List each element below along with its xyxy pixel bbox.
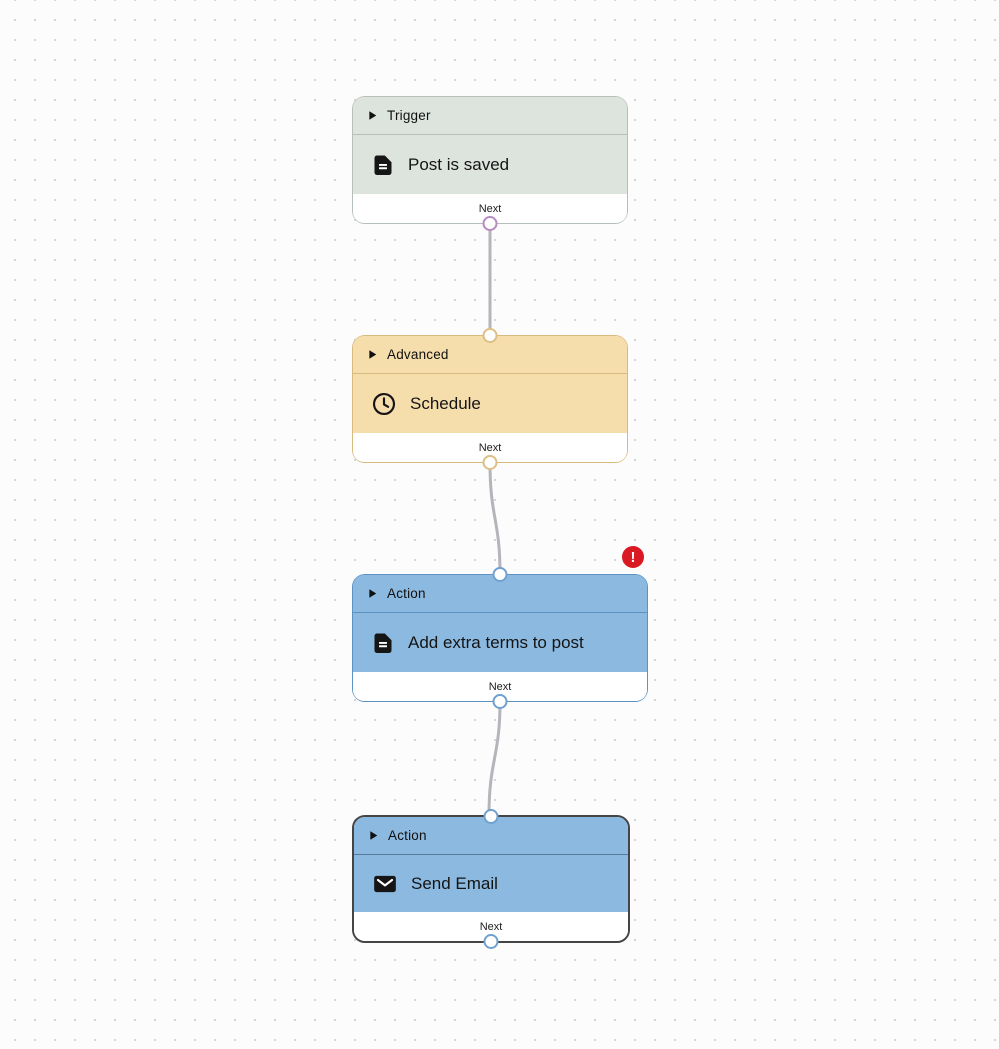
collapse-triangle-icon[interactable] <box>368 589 377 598</box>
output-handle[interactable] <box>482 216 498 231</box>
node-body: Schedule <box>353 374 627 433</box>
node-title: Send Email <box>411 873 498 893</box>
exclamation-icon: ! <box>630 548 636 566</box>
node-title: Add extra terms to post <box>408 632 584 652</box>
node-title: Schedule <box>410 393 481 413</box>
output-handle[interactable] <box>483 934 499 949</box>
next-label: Next <box>478 441 502 454</box>
input-handle[interactable] <box>482 328 498 343</box>
document-icon <box>371 153 395 177</box>
input-handle[interactable] <box>483 809 499 824</box>
error-badge[interactable]: ! <box>622 546 644 568</box>
next-label: Next <box>479 920 503 933</box>
node-header: Trigger <box>353 97 627 135</box>
node-advanced-schedule[interactable]: Advanced Schedule Next <box>352 328 628 470</box>
node-category-label: Advanced <box>387 347 449 362</box>
node-action-send-email[interactable]: Action Send Email Next <box>352 809 630 949</box>
output-handle[interactable] <box>492 694 508 709</box>
output-handle[interactable] <box>482 455 498 470</box>
node-category-label: Action <box>388 828 427 843</box>
node-action-add-terms[interactable]: ! Action Add extra terms to post Next <box>352 546 648 709</box>
node-body: Post is saved <box>353 135 627 194</box>
node-body: Send Email <box>354 855 628 912</box>
next-label: Next <box>478 202 502 215</box>
edge-advanced-to-action[interactable] <box>488 461 502 576</box>
node-category-label: Action <box>387 586 426 601</box>
node-body: Add extra terms to post <box>353 613 647 672</box>
next-label: Next <box>488 680 512 693</box>
collapse-triangle-icon[interactable] <box>369 831 378 840</box>
input-handle[interactable] <box>492 567 508 582</box>
document-icon <box>371 631 395 655</box>
node-category-label: Trigger <box>387 108 431 123</box>
collapse-triangle-icon[interactable] <box>368 350 377 359</box>
mail-icon <box>372 871 398 897</box>
edge-action-to-sendemail[interactable] <box>487 700 502 817</box>
node-title: Post is saved <box>408 154 510 174</box>
collapse-triangle-icon[interactable] <box>368 111 377 120</box>
node-trigger[interactable]: Trigger Post is saved Next <box>352 96 628 231</box>
clock-icon <box>371 391 397 417</box>
